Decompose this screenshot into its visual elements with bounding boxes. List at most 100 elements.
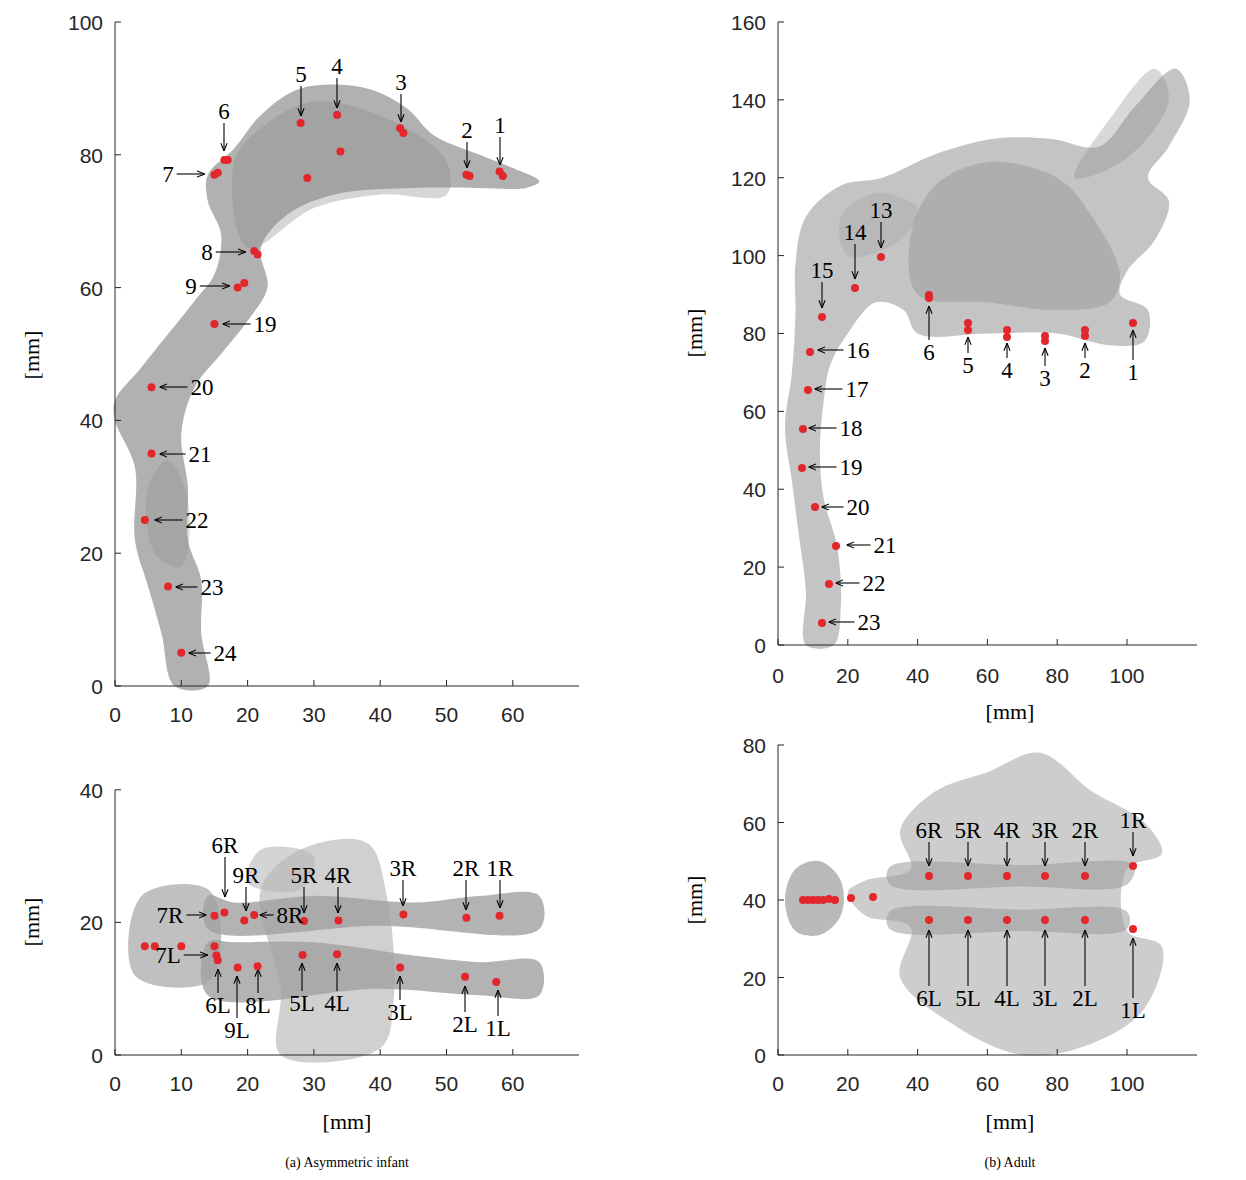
leader-arrow [217, 969, 218, 993]
axis-label: [mm] [684, 309, 706, 358]
tick-label: 40 [906, 665, 929, 686]
panel-caption: (a) Asymmetric infant [285, 1156, 409, 1170]
probe-point [333, 111, 341, 119]
leader-arrow [967, 930, 968, 986]
leader-arrow [223, 123, 224, 151]
tick-label: 50 [435, 704, 458, 725]
leader-arrow [223, 323, 251, 324]
probe-point [399, 129, 407, 137]
callout-number: 20 [191, 376, 214, 399]
leader-arrow [160, 453, 186, 454]
probe-point [964, 326, 972, 334]
leader-arrow [300, 86, 301, 116]
leader-arrow [809, 466, 837, 467]
probe-point [1081, 872, 1089, 880]
callout-number: 20 [847, 496, 870, 519]
callout-number: 8 [201, 241, 213, 264]
probe-point [925, 294, 933, 302]
leader-arrow [928, 306, 929, 340]
probe-point [240, 916, 248, 924]
airway-outline [908, 162, 1120, 310]
tick-label: 0 [754, 1045, 766, 1066]
callout-number: 5 [295, 63, 307, 86]
callout-number: 1 [1127, 361, 1139, 384]
tick-label: 80 [80, 144, 103, 165]
callout-number: 1R [487, 857, 514, 880]
leader-arrow [301, 963, 302, 991]
probe-point [1129, 862, 1137, 870]
probe-point [462, 914, 470, 922]
tick-mark [778, 567, 784, 568]
leader-arrow [1006, 343, 1007, 358]
leader-arrow [1132, 330, 1133, 360]
probe-point [250, 911, 258, 919]
tick-mark [778, 745, 784, 746]
callout-number: 2R [1072, 819, 1099, 842]
y-axis [115, 22, 116, 686]
probe-point [964, 872, 972, 880]
tick-label: 10 [170, 1073, 193, 1094]
tick-label: 60 [80, 277, 103, 298]
tick-mark [181, 680, 182, 686]
callout-number: 3R [390, 857, 417, 880]
tick-mark [512, 680, 513, 686]
leader-arrow [236, 976, 237, 1018]
leader-arrow [1084, 343, 1085, 358]
leader-arrow [1006, 930, 1007, 986]
tick-mark [247, 680, 248, 686]
callout-number: 24 [214, 642, 237, 665]
leader-arrow [260, 914, 274, 915]
tick-mark [115, 789, 121, 790]
tick-label: 100 [1109, 665, 1144, 686]
tick-label: 40 [743, 479, 766, 500]
leader-arrow [829, 621, 855, 622]
leader-arrow [1132, 938, 1133, 998]
leader-arrow [809, 427, 837, 428]
leader-arrow [245, 887, 246, 911]
leader-arrow [224, 857, 225, 897]
tick-label: 40 [80, 410, 103, 431]
probe-point [798, 464, 806, 472]
axis-label: [mm] [986, 701, 1035, 723]
tick-mark [380, 680, 381, 686]
tick-label: 60 [501, 704, 524, 725]
probe-point [1041, 916, 1049, 924]
leader-arrow [818, 349, 844, 350]
probe-point [297, 119, 305, 127]
callout-number: 14 [844, 221, 867, 244]
callout-number: 7R [157, 904, 184, 927]
callout-number: 13 [870, 199, 893, 222]
tick-label: 60 [976, 1073, 999, 1094]
tick-label: 60 [976, 665, 999, 686]
probe-point [1081, 916, 1089, 924]
callout-number: 4 [1001, 359, 1013, 382]
airway-outline [146, 460, 190, 567]
tick-mark [247, 1049, 248, 1055]
probe-point [234, 963, 242, 971]
leader-arrow [1044, 930, 1045, 986]
tick-mark [917, 639, 918, 645]
tick-mark [778, 21, 784, 22]
tick-label: 60 [743, 812, 766, 833]
leader-arrow [189, 652, 211, 653]
probe-point [177, 649, 185, 657]
tick-mark [115, 154, 121, 155]
callout-number: 7 [162, 163, 174, 186]
callout-number: 6 [218, 100, 230, 123]
probe-point [831, 896, 839, 904]
callout-number: 4L [324, 992, 350, 1015]
tick-mark [313, 1049, 314, 1055]
leader-arrow [1084, 930, 1085, 986]
probe-point [925, 872, 933, 880]
tick-mark [446, 1049, 447, 1055]
leader-arrow [967, 337, 968, 353]
callout-number: 2L [452, 1013, 478, 1036]
leader-arrow [499, 880, 500, 908]
callout-number: 2R [453, 857, 480, 880]
leader-arrow [184, 954, 208, 955]
probe-point [499, 172, 507, 180]
airway-outline [113, 85, 539, 691]
tick-label: 0 [91, 676, 103, 697]
tick-label: 20 [80, 543, 103, 564]
probe-point [1129, 319, 1137, 327]
